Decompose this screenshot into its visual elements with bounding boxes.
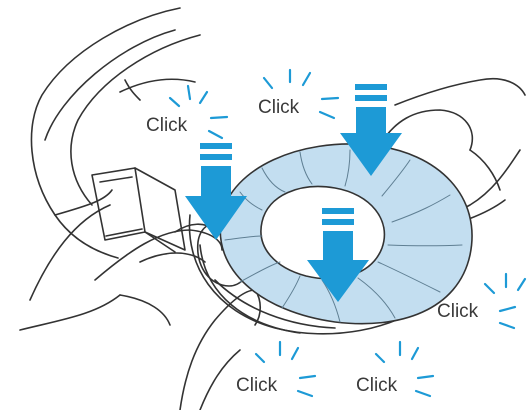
left-hand <box>20 205 222 330</box>
click-sparks-3 <box>485 274 525 328</box>
slider-clip <box>92 168 185 252</box>
click-label-2: Click <box>258 98 299 117</box>
click-label-3: Click <box>437 302 478 321</box>
click-label-4: Click <box>236 376 277 395</box>
click-label-1: Click <box>146 116 187 135</box>
click-label-5: Click <box>356 376 397 395</box>
